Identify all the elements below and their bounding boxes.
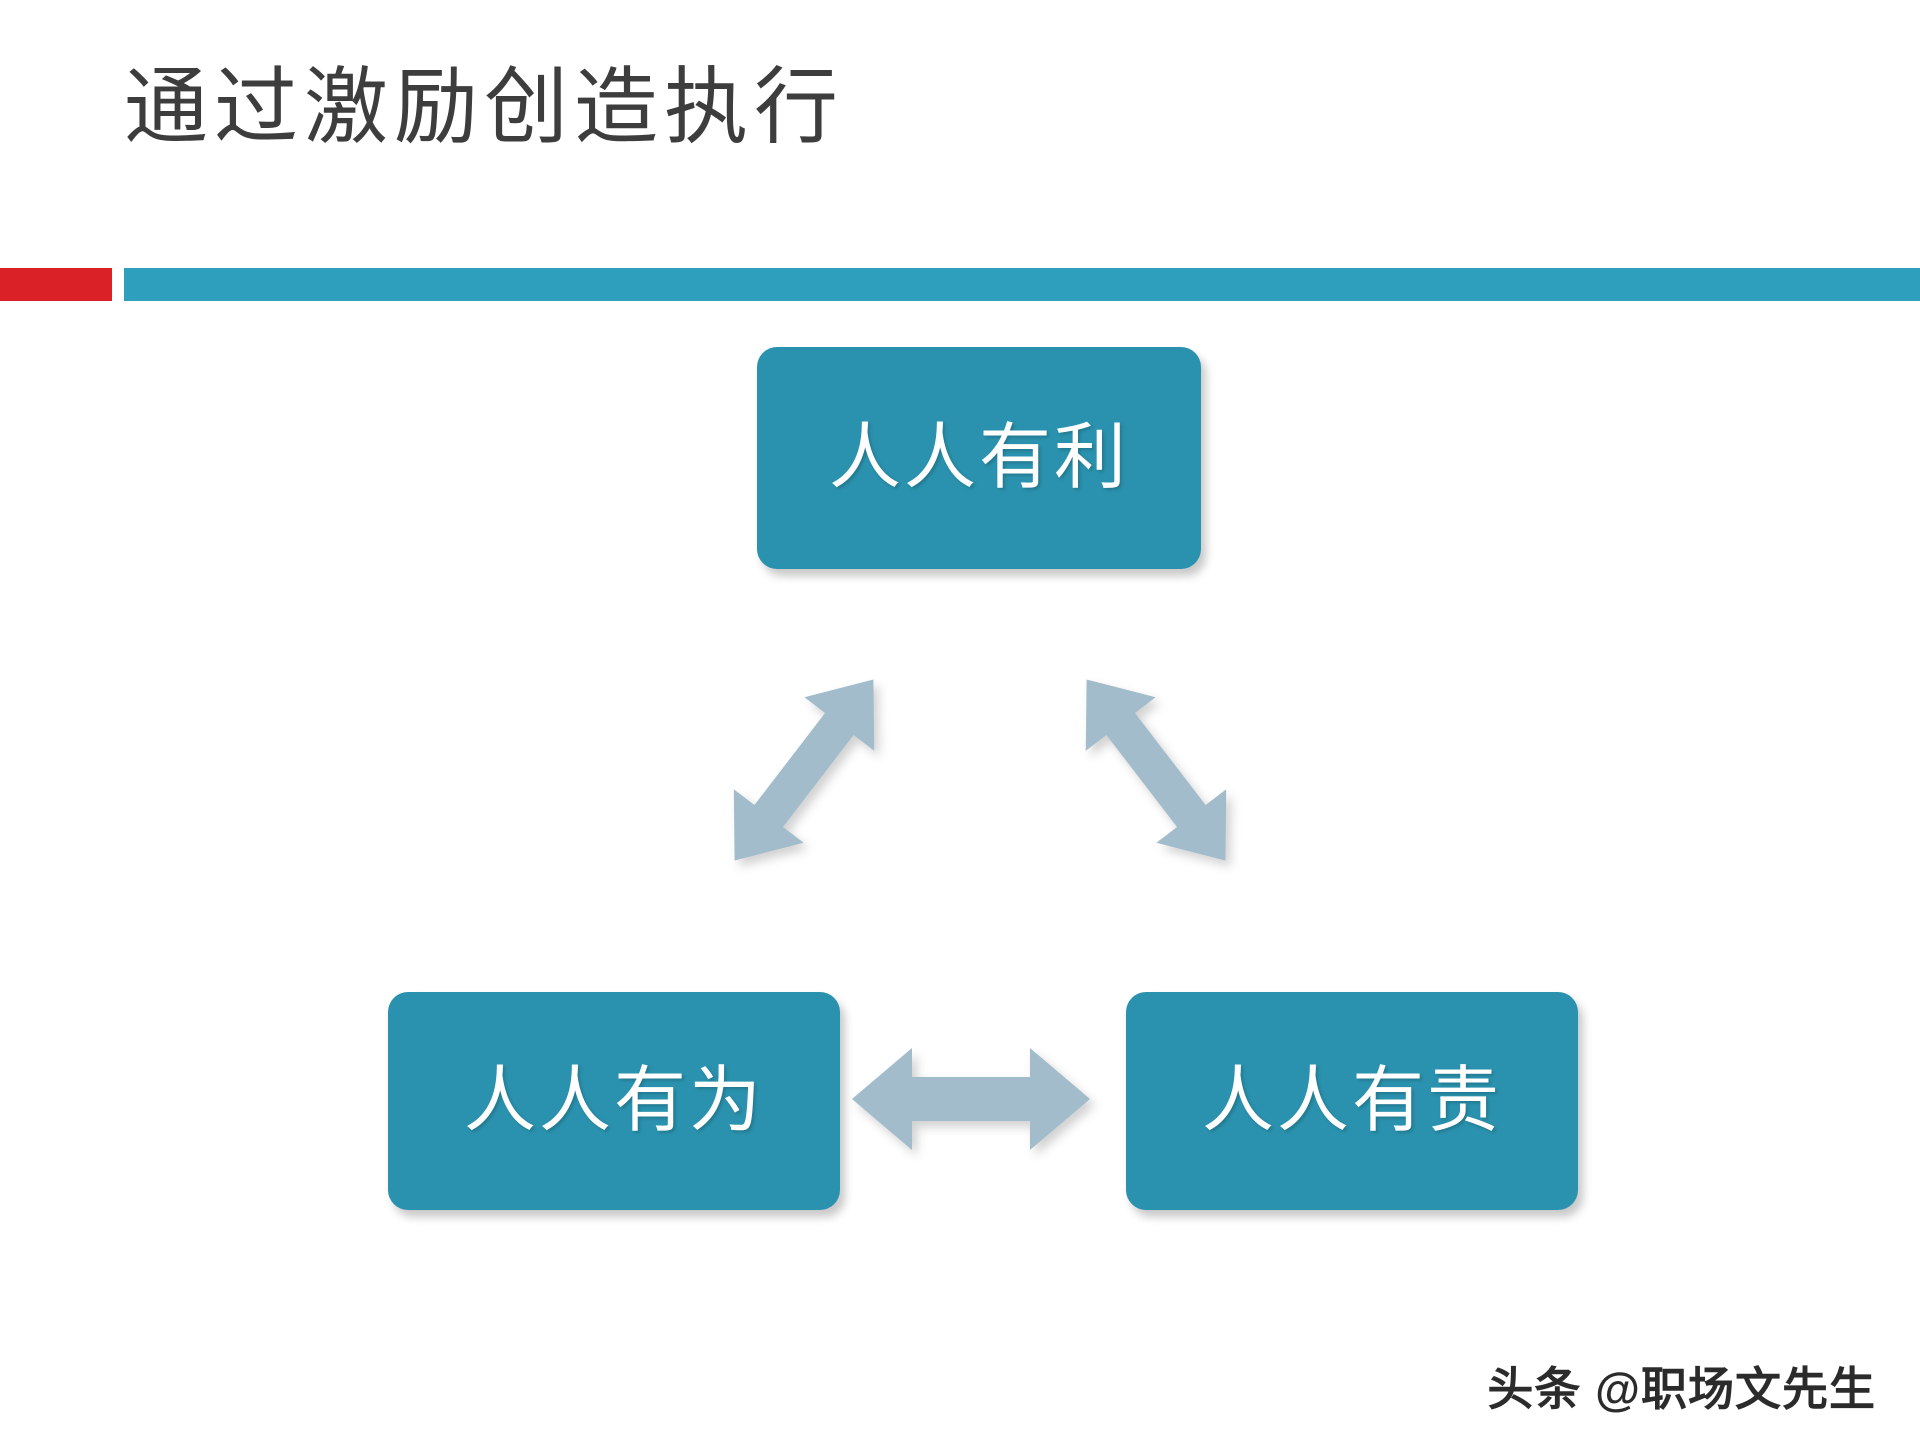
page-title: 通过激励创造执行 <box>124 62 845 155</box>
diagram-node-top-label: 人人有利 <box>828 418 1129 498</box>
watermark-text: 头条 @职场文先生 <box>1487 1363 1876 1415</box>
diagram-node-left-label: 人人有为 <box>463 1061 764 1141</box>
double-arrow-right-diagonal-icon <box>1085 679 1227 861</box>
blue-divider-bar <box>124 268 1920 301</box>
double-arrow-left-diagonal-icon <box>733 679 875 861</box>
double-arrow-horizontal-icon <box>852 1048 1090 1150</box>
diagram-node-left[interactable]: 人人有为 <box>388 992 840 1210</box>
diagram-node-right-label: 人人有责 <box>1201 1061 1502 1141</box>
diagram-node-top[interactable]: 人人有利 <box>757 347 1201 569</box>
diagram-node-right[interactable]: 人人有责 <box>1126 992 1578 1210</box>
red-accent-bar <box>0 268 112 301</box>
